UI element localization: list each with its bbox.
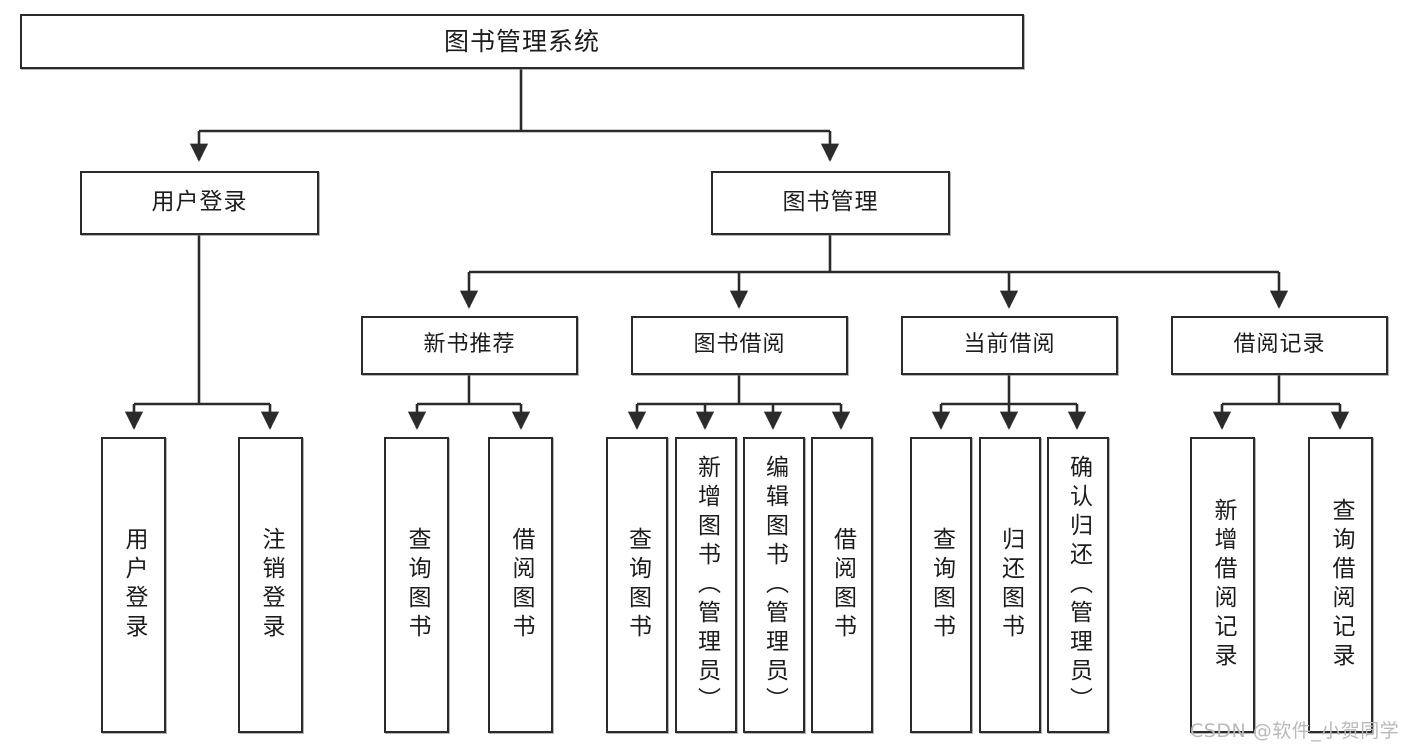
node-label: 用户登录 — [121, 527, 147, 643]
leaf-new-book-query-book[interactable]: 查询图书 — [384, 437, 449, 733]
node-label: 编辑图书（管理员） — [761, 454, 788, 716]
node-label: 借阅记录 — [1233, 332, 1326, 358]
node-label: 查询图书 — [404, 527, 430, 643]
node-book-management[interactable]: 图书管理 — [711, 171, 950, 235]
leaf-borrow-record-add-record[interactable]: 新增借阅记录 — [1190, 437, 1255, 733]
leaf-current-borrow-query-book[interactable]: 查询图书 — [910, 437, 972, 733]
leaf-book-borrow-query-book[interactable]: 查询图书 — [606, 437, 668, 733]
node-label: 归还图书 — [997, 527, 1024, 643]
node-current-borrow[interactable]: 当前借阅 — [901, 316, 1118, 375]
node-label: 新书推荐 — [423, 332, 516, 358]
node-label: 用户登录 — [151, 189, 248, 216]
node-label: 图书借阅 — [693, 332, 786, 358]
leaf-borrow-record-query-record[interactable]: 查询借阅记录 — [1308, 437, 1373, 733]
leaf-book-borrow-borrow-book[interactable]: 借阅图书 — [811, 437, 873, 733]
node-label: 借阅图书 — [508, 527, 534, 643]
node-book-borrow[interactable]: 图书借阅 — [631, 316, 848, 375]
node-label: 确认归还（管理员） — [1065, 454, 1092, 716]
leaf-user-login-login[interactable]: 用户登录 — [101, 437, 166, 733]
leaf-book-borrow-add-book-admin[interactable]: 新增图书（管理员） — [675, 437, 737, 733]
node-user-login[interactable]: 用户登录 — [80, 171, 319, 235]
leaf-new-book-borrow-book[interactable]: 借阅图书 — [488, 437, 553, 733]
node-new-book-recommend[interactable]: 新书推荐 — [361, 316, 578, 375]
node-label: 注销登录 — [258, 527, 284, 643]
node-label: 查询借阅记录 — [1328, 498, 1354, 672]
node-root-book-management-system[interactable]: 图书管理系统 — [20, 14, 1024, 69]
node-label: 查询图书 — [624, 527, 651, 643]
leaf-current-borrow-return-book[interactable]: 归还图书 — [979, 437, 1041, 733]
node-borrow-record[interactable]: 借阅记录 — [1171, 316, 1388, 375]
node-label: 图书管理 — [782, 189, 879, 216]
node-label: 新增借阅记录 — [1210, 498, 1236, 672]
node-label: 图书管理系统 — [443, 26, 600, 56]
csdn-watermark: CSDN @软件_小贺同学 — [1190, 720, 1400, 742]
node-label: 当前借阅 — [963, 332, 1056, 358]
node-label: 新增图书（管理员） — [693, 454, 720, 716]
leaf-user-login-logout[interactable]: 注销登录 — [238, 437, 303, 733]
leaf-current-borrow-confirm-return-admin[interactable]: 确认归还（管理员） — [1047, 437, 1109, 733]
node-label: 查询图书 — [928, 527, 955, 643]
node-label: 借阅图书 — [829, 527, 856, 643]
leaf-book-borrow-edit-book-admin[interactable]: 编辑图书（管理员） — [743, 437, 805, 733]
